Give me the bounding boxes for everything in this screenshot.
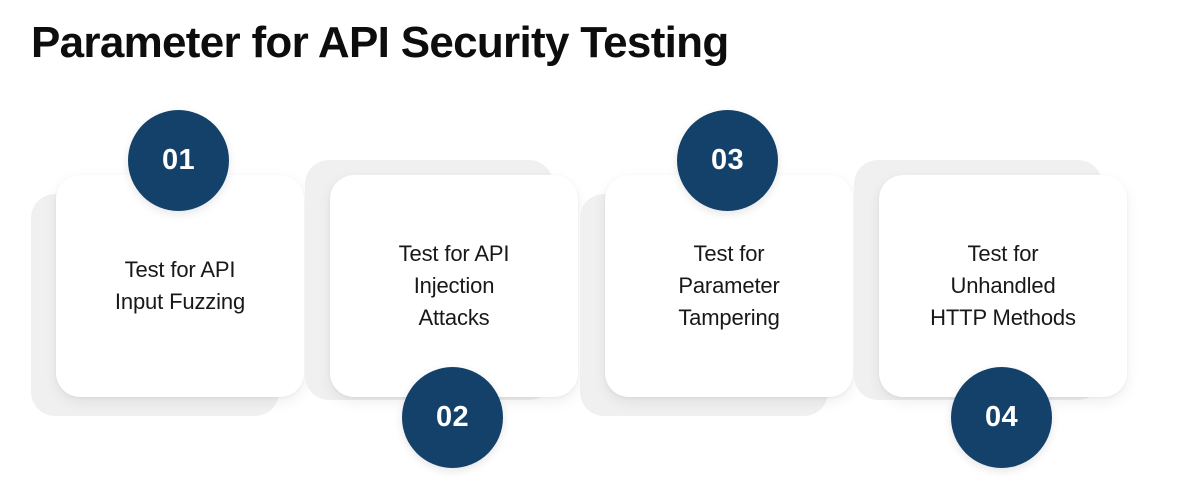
step-card-01[interactable]: Test for API Input Fuzzing 01 bbox=[25, 0, 325, 499]
card-surface-01[interactable]: Test for API Input Fuzzing bbox=[56, 175, 304, 397]
step-badge-01[interactable]: 01 bbox=[128, 110, 229, 211]
card-label-04: Test for Unhandled HTTP Methods bbox=[930, 241, 1076, 330]
card-label-02: Test for API Injection Attacks bbox=[398, 241, 510, 330]
card-label-01: Test for API Input Fuzzing bbox=[114, 257, 246, 314]
step-badge-02[interactable]: 02 bbox=[402, 367, 503, 468]
step-number-04: 04 bbox=[984, 401, 1019, 433]
step-badge-04[interactable]: 04 bbox=[951, 367, 1052, 468]
step-number-02: 02 bbox=[435, 401, 470, 433]
card-label-03: Test for Parameter Tampering bbox=[678, 241, 780, 330]
card-surface-03[interactable]: Test for Parameter Tampering bbox=[605, 175, 853, 397]
card-surface-04[interactable]: Test for Unhandled HTTP Methods bbox=[879, 175, 1127, 397]
step-card-02[interactable]: Test for API Injection Attacks 02 bbox=[299, 0, 599, 499]
step-card-04[interactable]: Test for Unhandled HTTP Methods 04 bbox=[848, 0, 1148, 499]
step-badge-03[interactable]: 03 bbox=[677, 110, 778, 211]
step-card-03[interactable]: Test for Parameter Tampering 03 bbox=[574, 0, 874, 499]
card-surface-02[interactable]: Test for API Injection Attacks bbox=[330, 175, 578, 397]
step-number-03: 03 bbox=[710, 144, 745, 176]
step-number-01: 01 bbox=[161, 144, 196, 176]
page-title: Parameter for API Security Testing bbox=[31, 18, 729, 67]
